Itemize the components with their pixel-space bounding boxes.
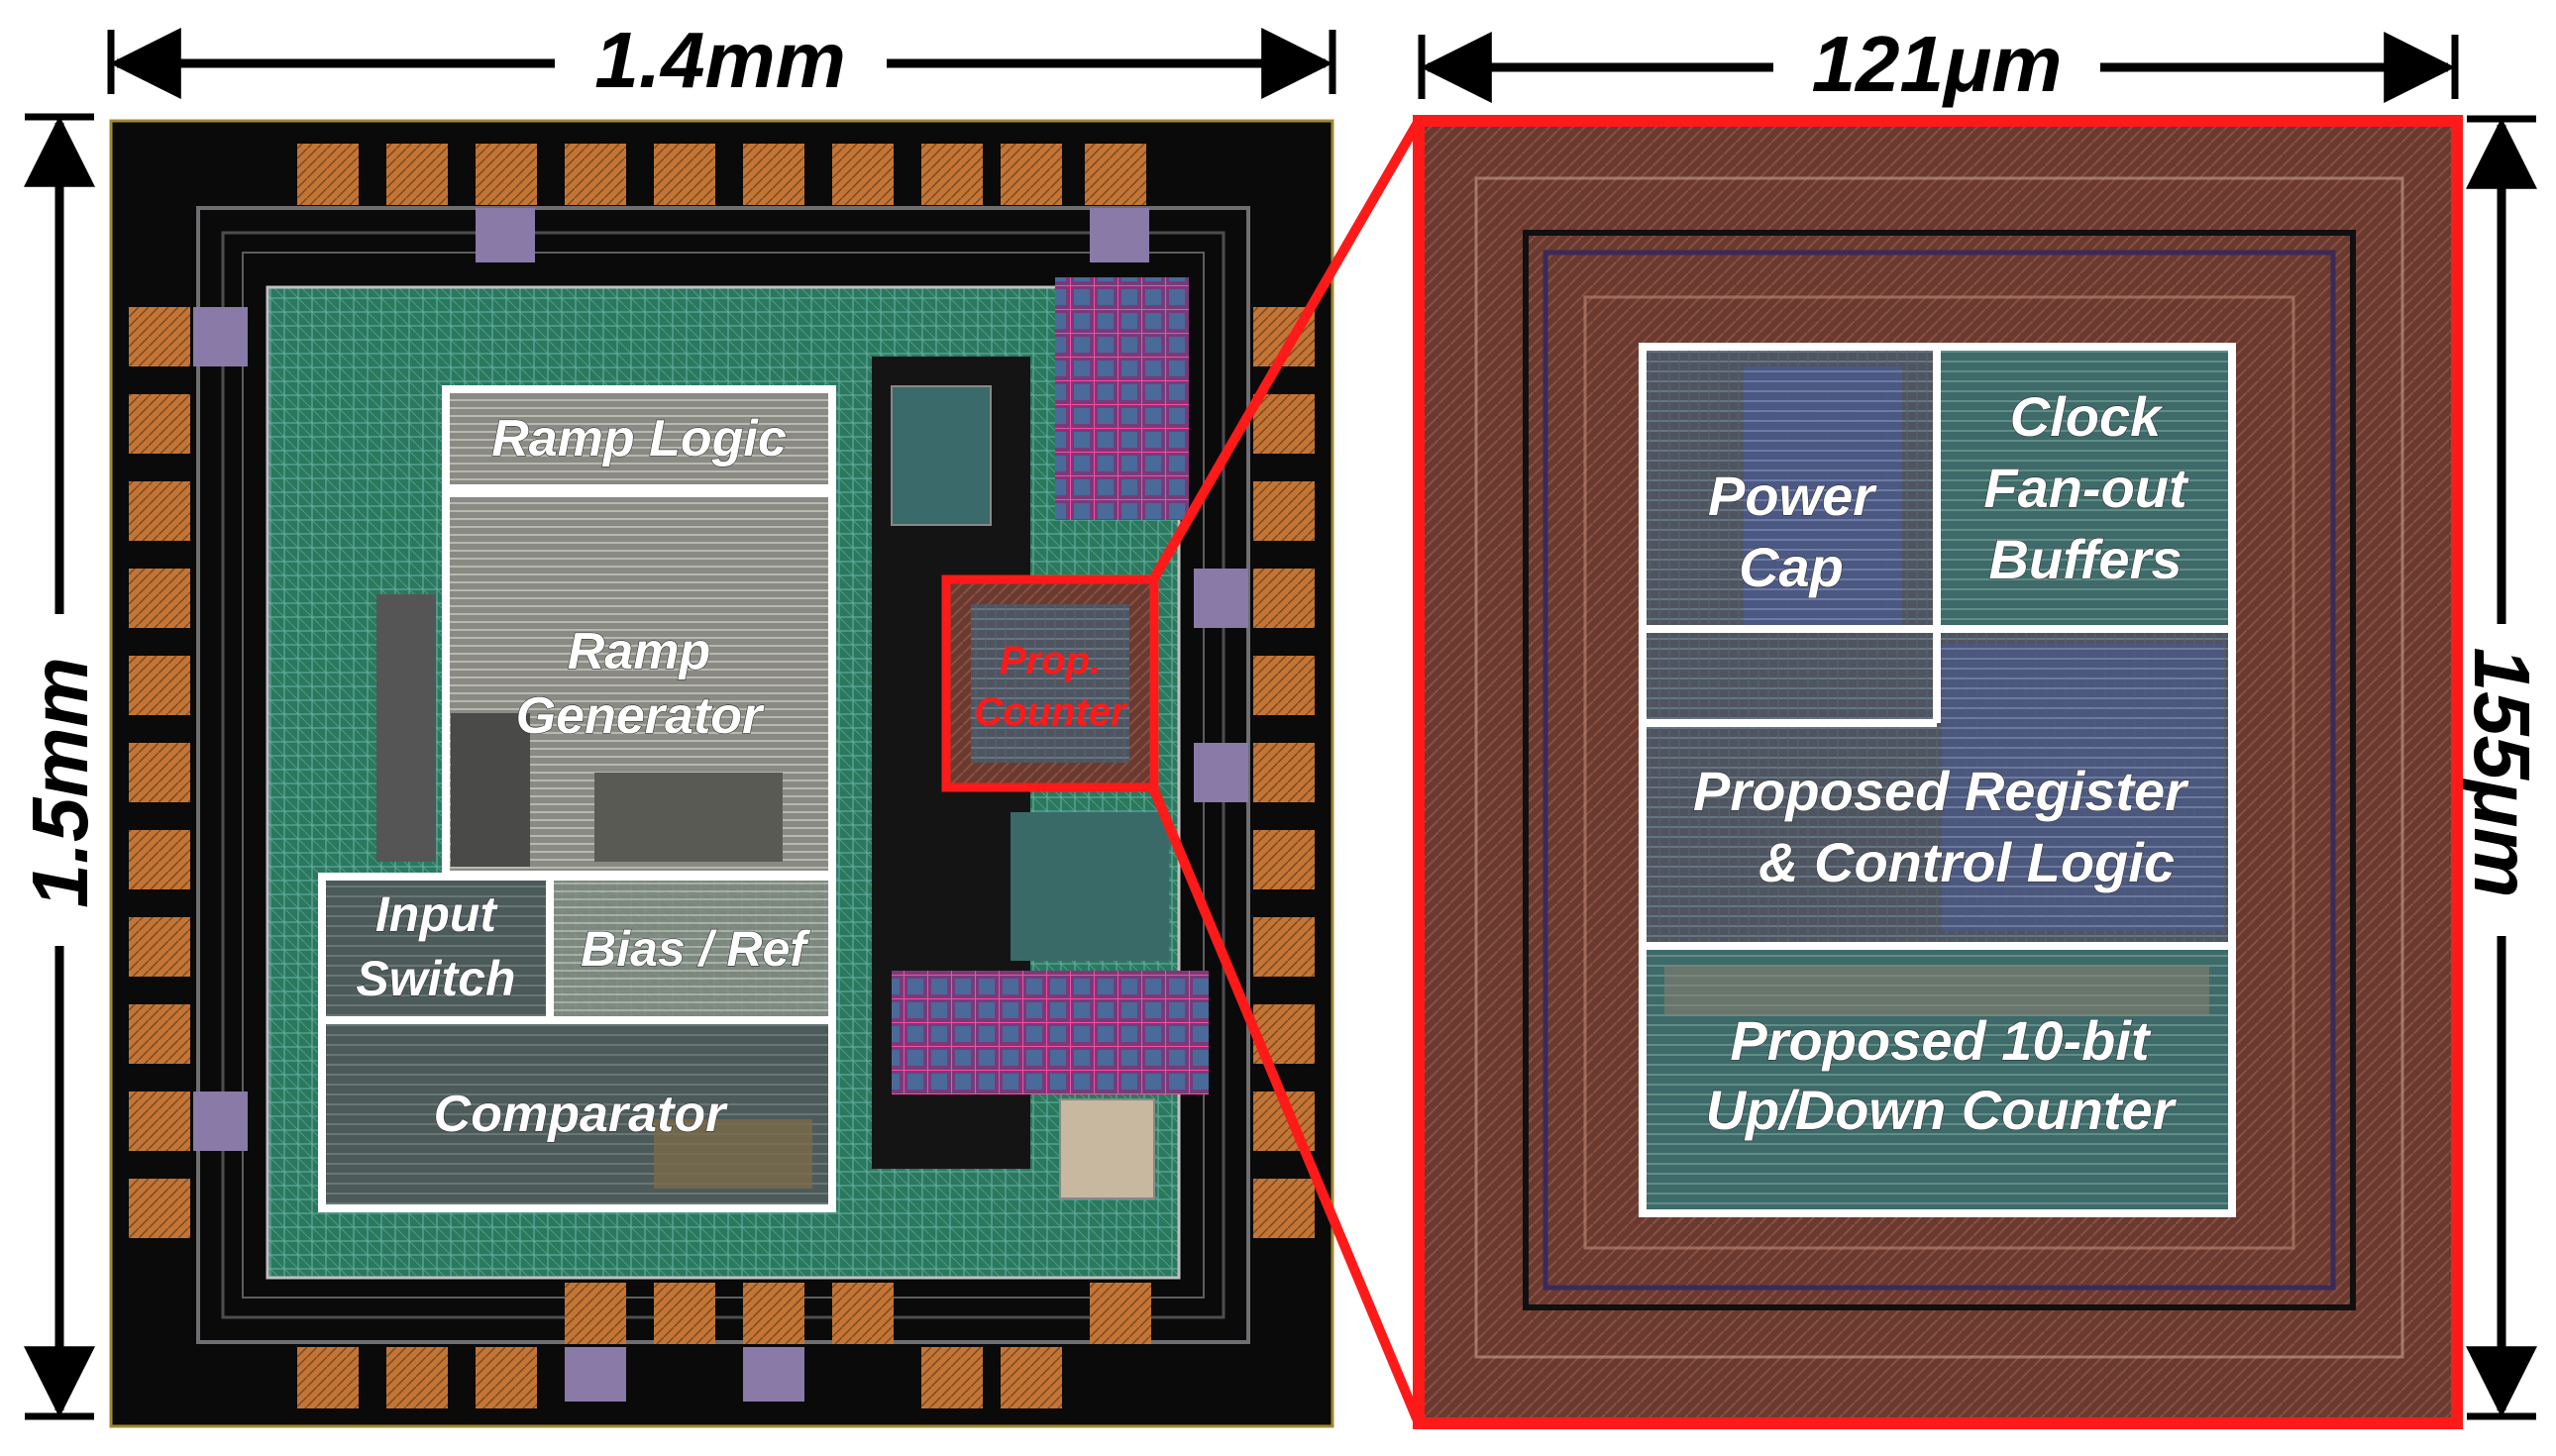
zoom-width-label: 121μm (1812, 20, 2063, 108)
clock-label-2: Fan-out (1983, 457, 2189, 519)
clock-buffers-block: Clock Fan-out Buffers (1933, 343, 2236, 633)
ramp-logic-label: Ramp Logic (491, 410, 787, 468)
bottom-pads (297, 1283, 1151, 1408)
power-cap-label-2: Cap (1739, 536, 1844, 598)
prop-counter-label-1: Prop. (1000, 639, 1101, 682)
zoom-connector (1147, 118, 1424, 1425)
ramp-generator-label-1: Ramp (568, 623, 710, 680)
counter-label-1: Proposed 10-bit (1730, 1009, 2152, 1072)
input-switch-block: Input Switch (318, 873, 554, 1024)
zoom-height-label: 155μm (2458, 648, 2546, 898)
bias-ref-label: Bias / Ref (581, 921, 810, 977)
bias-ref-block: Bias / Ref (546, 873, 836, 1024)
ramp-generator-block: Ramp Generator (442, 489, 836, 879)
clock-label-3: Buffers (1988, 528, 2182, 590)
ramp-generator-label-2: Generator (516, 687, 765, 745)
decap-array-top (1055, 277, 1189, 520)
register-control-block: Proposed Register & Control Logic (1643, 625, 2232, 946)
prop-counter-block: Prop. Counter (941, 574, 1159, 792)
right-pads (1194, 307, 1315, 1238)
decap-array-bottom (892, 971, 1209, 1094)
zoom-height-dimension: 155μm (2458, 115, 2546, 1420)
prop-counter-label-2: Counter (974, 690, 1128, 734)
register-label-2: & Control Logic (1758, 831, 2175, 893)
input-switch-label-1: Input (375, 886, 499, 942)
ramp-logic-block: Ramp Logic (442, 385, 836, 492)
zoom-blocks-frame (1639, 343, 2236, 1217)
comparator-block: Comparator (318, 1016, 836, 1212)
chip-height-dimension: 1.5mm (16, 113, 104, 1420)
counter-block: Proposed 10-bit Up/Down Counter (1639, 942, 2236, 1217)
chip-height-label: 1.5mm (16, 657, 104, 907)
chip-width-label: 1.4mm (594, 16, 845, 104)
register-label-1: Proposed Register (1693, 760, 2189, 822)
zoom-highlight-frame (1413, 115, 2463, 1429)
left-pads (129, 307, 248, 1238)
power-cap-label-1: Power (1708, 465, 1877, 527)
input-switch-label-2: Switch (356, 951, 515, 1006)
comparator-label: Comparator (434, 1086, 728, 1143)
chip-width-dimension: 1.4mm (107, 16, 1336, 104)
clock-label-1: Clock (2010, 385, 2164, 448)
counter-label-2: Up/Down Counter (1706, 1079, 2178, 1141)
top-pads (297, 144, 1149, 262)
zoom-width-dimension: 121μm (1418, 20, 2459, 108)
